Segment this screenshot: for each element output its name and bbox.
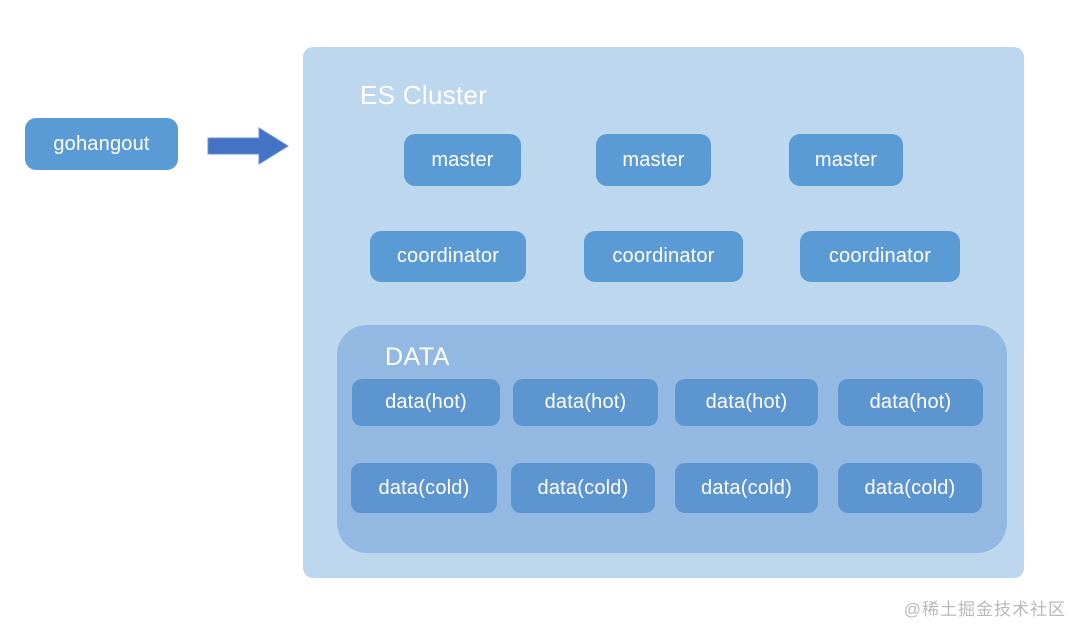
data-hot-node: data(hot)	[352, 379, 500, 426]
data-cold-node: data(cold)	[351, 463, 497, 513]
coordinator-node: coordinator	[370, 231, 526, 282]
es-cluster-container: ES Cluster master master master coordina…	[303, 47, 1024, 578]
data-hot-node: data(hot)	[675, 379, 818, 426]
data-hot-node: data(hot)	[513, 379, 658, 426]
master-node: master	[789, 134, 903, 186]
data-cold-node: data(cold)	[838, 463, 982, 513]
data-group-title: DATA	[385, 343, 450, 371]
coordinator-node: coordinator	[800, 231, 960, 282]
watermark-text: @稀土掘金技术社区	[903, 600, 1066, 619]
master-node: master	[596, 134, 711, 186]
data-cold-node: data(cold)	[511, 463, 655, 513]
master-node: master	[404, 134, 521, 186]
data-hot-node: data(hot)	[838, 379, 983, 426]
data-cold-node: data(cold)	[675, 463, 818, 513]
data-group-container: DATA data(hot) data(hot) data(hot) data(…	[337, 325, 1007, 553]
right-arrow-icon	[207, 127, 289, 165]
es-cluster-title: ES Cluster	[360, 80, 488, 110]
coordinator-node: coordinator	[584, 231, 743, 282]
gohangout-node: gohangout	[25, 118, 178, 170]
